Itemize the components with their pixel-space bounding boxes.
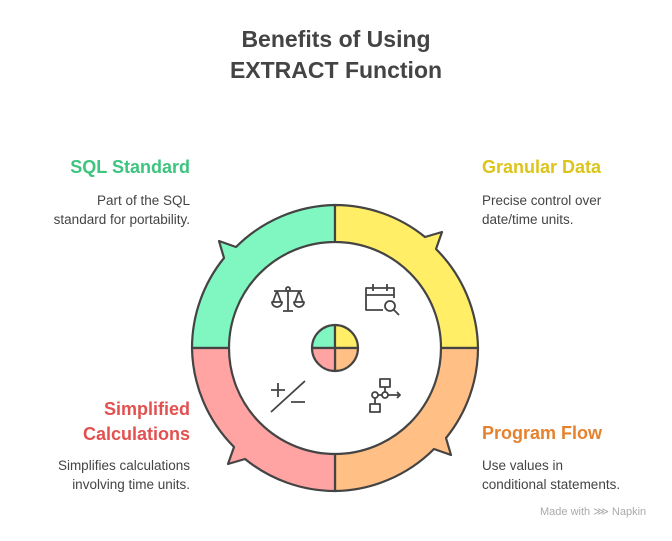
- segment-simplified-calculations: [190, 346, 337, 493]
- napkin-logo-icon: ⋙: [593, 506, 609, 518]
- sql-standard-title: SQL Standard: [70, 157, 190, 177]
- segment-sql-standard: [190, 203, 337, 350]
- program-flow-title: Program Flow: [482, 423, 603, 443]
- plus-minus-icon: [270, 380, 306, 413]
- napkin-footer: Made with ⋙ Napkin: [540, 506, 647, 518]
- scales-icon: [271, 286, 305, 312]
- segment-program-flow: [333, 346, 480, 493]
- center-circle: [310, 323, 360, 373]
- granular-data-title: Granular Data: [482, 157, 602, 177]
- segment-granular-data: [333, 203, 480, 350]
- flowchart-icon: [369, 378, 401, 413]
- calendar-search-icon: [365, 284, 400, 316]
